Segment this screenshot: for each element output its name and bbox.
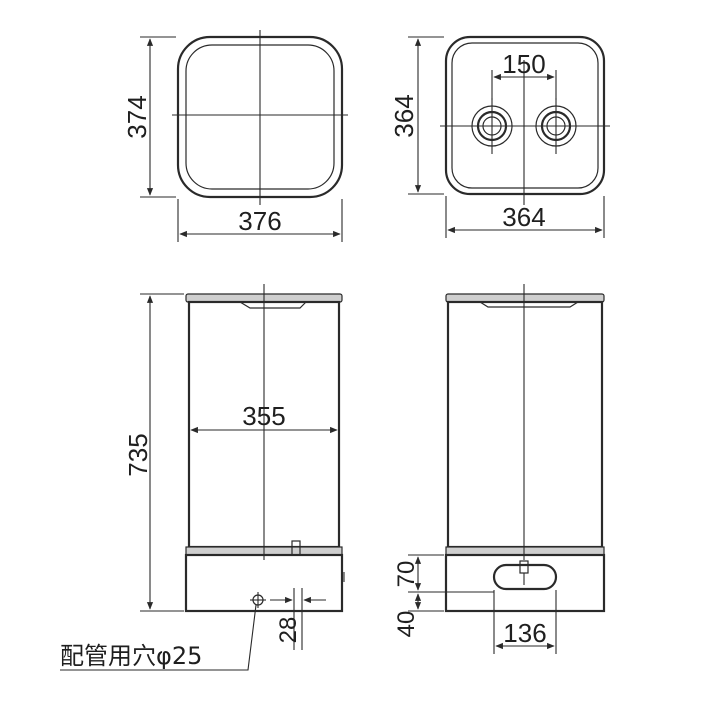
side-opening-height-label: 70 bbox=[393, 561, 420, 588]
front-height-label: 735 bbox=[123, 433, 153, 476]
hole-offset-label: 28 bbox=[275, 617, 302, 644]
side-lid-handle bbox=[479, 301, 579, 308]
pipe-hole bbox=[250, 592, 266, 608]
hole-note-leader bbox=[60, 604, 257, 671]
front-fitting bbox=[291, 540, 301, 556]
front-lid-handle bbox=[239, 301, 307, 309]
side-opening-width-label: 136 bbox=[503, 618, 546, 648]
side-body bbox=[446, 300, 604, 549]
front-width-label: 355 bbox=[242, 401, 285, 431]
top-right-width-label: 364 bbox=[502, 202, 545, 232]
right-pipe-port bbox=[535, 98, 577, 154]
side-base bbox=[444, 553, 606, 613]
top-right-height-label: 364 bbox=[389, 94, 419, 137]
hole-note-label: 配管用穴φ25 bbox=[60, 642, 202, 670]
top-left-plan-view: 374 376 bbox=[122, 30, 348, 242]
top-left-height-label: 374 bbox=[122, 95, 152, 138]
top-left-width-label: 376 bbox=[238, 206, 281, 236]
side-base-offset-label: 40 bbox=[393, 611, 420, 638]
side-elevation-view: 70 40 136 bbox=[393, 284, 606, 654]
side-lid bbox=[445, 293, 605, 303]
top-right-plan-view: 150 364 364 bbox=[389, 35, 610, 238]
front-base bbox=[184, 553, 344, 613]
port-spacing-label: 150 bbox=[502, 49, 545, 79]
side-valve-fitting bbox=[519, 560, 529, 585]
front-elevation-view: 735 355 28 配管用穴φ25 bbox=[60, 284, 345, 671]
side-lower-band bbox=[445, 546, 605, 556]
side-base-opening bbox=[492, 563, 558, 591]
top-right-inner-outline bbox=[451, 42, 599, 189]
top-right-outer-outline bbox=[444, 35, 606, 196]
left-pipe-port bbox=[471, 98, 513, 154]
